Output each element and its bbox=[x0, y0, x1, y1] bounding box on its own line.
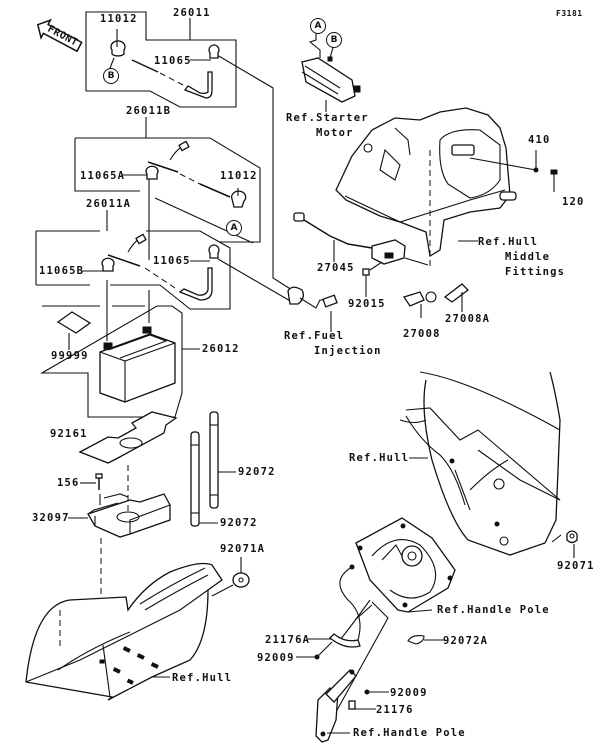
hull-middle-fittings bbox=[335, 107, 517, 266]
connector-27008A bbox=[443, 283, 469, 303]
part-26012: 26012 bbox=[202, 343, 240, 355]
ref-hull-bottom: Ref.Hull bbox=[172, 672, 233, 684]
ref-handle-pole-upper: Ref.Handle Pole bbox=[437, 604, 550, 616]
ref-hull-right: Ref.Hull bbox=[349, 452, 410, 464]
part-92015: 92015 bbox=[348, 298, 386, 310]
battery-26012 bbox=[99, 326, 176, 403]
part-32097: 32097 bbox=[32, 512, 70, 524]
battery-case-32097 bbox=[87, 493, 171, 538]
ref-fuel-injection-line2: Injection bbox=[314, 345, 382, 357]
screw-92009-b bbox=[364, 689, 370, 695]
ref-handle-pole-lower: Ref.Handle Pole bbox=[353, 727, 466, 739]
group-box-26011 bbox=[85, 11, 237, 108]
strap-92072-b bbox=[190, 431, 200, 527]
part-11012-mid: 11012 bbox=[220, 170, 258, 182]
label-sheet-99999 bbox=[56, 311, 92, 334]
part-92072-b: 92072 bbox=[220, 517, 258, 529]
grommet-92071A bbox=[232, 572, 250, 588]
group-box-26012 bbox=[39, 305, 183, 418]
marker-a-top: A bbox=[310, 18, 326, 34]
part-92071A: 92071A bbox=[220, 543, 266, 555]
ref-hull-middle-line3: Fittings bbox=[505, 266, 566, 278]
part-11065-top: 11065 bbox=[154, 55, 192, 67]
clamp-92072A bbox=[407, 635, 425, 645]
part-21176A: 21176A bbox=[265, 634, 311, 646]
grommet-92071 bbox=[566, 530, 578, 544]
marker-b-top: B bbox=[326, 32, 342, 48]
ref-hull-middle-line1: Ref.Hull bbox=[478, 236, 539, 248]
part-11012-top: 11012 bbox=[100, 13, 138, 25]
part-410: 410 bbox=[528, 134, 551, 146]
terminal-21176 bbox=[348, 700, 356, 710]
part-120: 120 bbox=[562, 196, 585, 208]
part-156: 156 bbox=[57, 477, 80, 489]
group-box-26011B bbox=[75, 137, 261, 243]
part-92009-b: 92009 bbox=[390, 687, 428, 699]
hull-right bbox=[399, 371, 561, 556]
part-26011A: 26011A bbox=[86, 198, 132, 210]
part-92072-a: 92072 bbox=[238, 466, 276, 478]
part-21176: 21176 bbox=[376, 704, 414, 716]
part-99999: 99999 bbox=[51, 350, 89, 362]
ref-fuel-injection-line1: Ref.Fuel bbox=[284, 330, 345, 342]
part-26011B: 26011B bbox=[126, 105, 172, 117]
handle-pole-bracket bbox=[315, 669, 357, 743]
part-27008: 27008 bbox=[403, 328, 441, 340]
marker-b-left: B bbox=[103, 68, 119, 84]
front-arrow-icon bbox=[36, 18, 83, 53]
hull-lower-left bbox=[25, 562, 223, 701]
ref-starter-motor-line2: Motor bbox=[316, 127, 354, 139]
marker-a-left: A bbox=[226, 220, 242, 236]
group-box-26011A bbox=[36, 230, 231, 310]
handle-pole-plate bbox=[355, 517, 456, 613]
harness-27045 bbox=[293, 212, 406, 265]
part-92009-a: 92009 bbox=[257, 652, 295, 664]
ref-hull-middle-line2: Middle bbox=[505, 251, 551, 263]
fuel-injection-connector bbox=[287, 286, 338, 309]
starter-motor bbox=[301, 56, 361, 103]
bolt-156 bbox=[95, 473, 103, 490]
part-11065-mid: 11065 bbox=[153, 255, 191, 267]
part-11065B: 11065B bbox=[39, 265, 85, 277]
wire-21176A bbox=[329, 564, 361, 648]
clip-92015 bbox=[362, 268, 370, 276]
front-direction-arrow: FRONT bbox=[31, 14, 86, 59]
ref-starter-motor-line1: Ref.Starter bbox=[286, 112, 369, 124]
part-11065A: 11065A bbox=[80, 170, 126, 182]
part-27008A: 27008A bbox=[445, 313, 491, 325]
part-92161: 92161 bbox=[50, 428, 88, 440]
strap-92072-a bbox=[209, 411, 219, 509]
cap-11012-top bbox=[110, 40, 126, 57]
part-92071: 92071 bbox=[557, 560, 595, 572]
part-27045: 27045 bbox=[317, 262, 355, 274]
tray-cover-92161 bbox=[78, 411, 178, 464]
part-26011: 26011 bbox=[173, 7, 211, 19]
connector-27008 bbox=[402, 291, 437, 307]
figure-code: F3181 bbox=[556, 9, 583, 18]
part-92072A: 92072A bbox=[443, 635, 489, 647]
